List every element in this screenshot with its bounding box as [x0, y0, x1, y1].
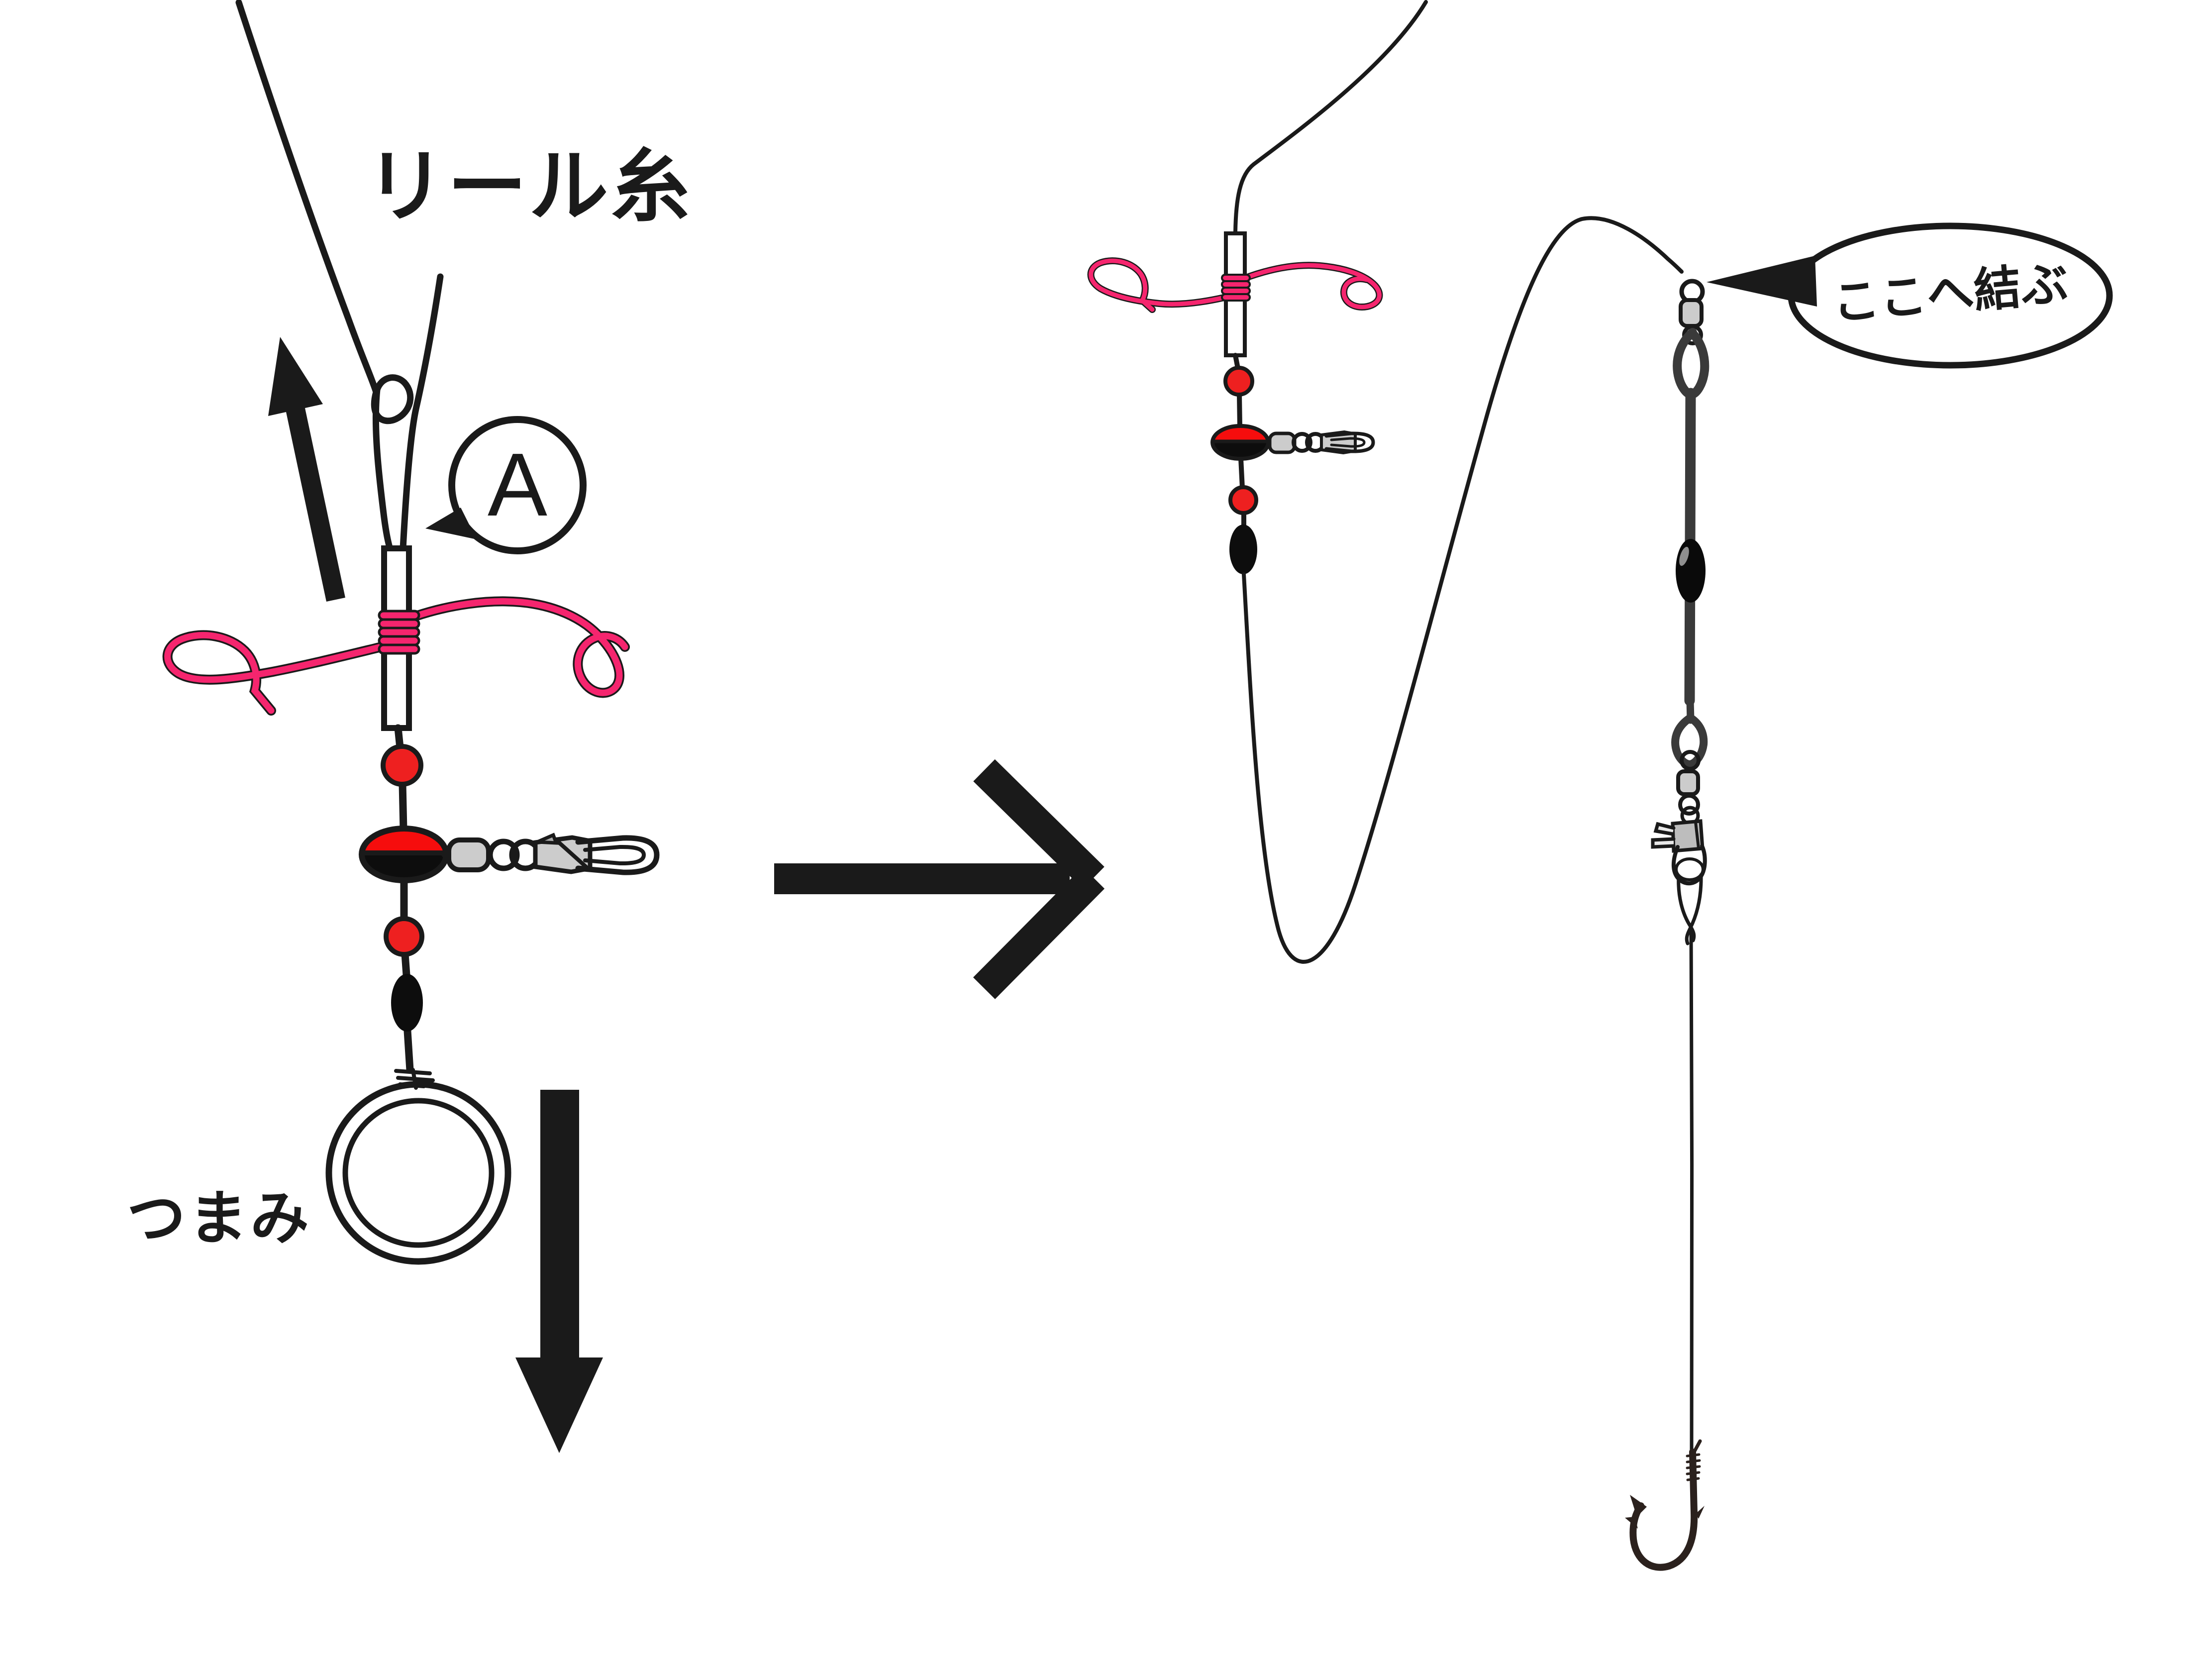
bottom-snap-wire [1671, 844, 1707, 886]
knob-label: つまみ [127, 1186, 312, 1251]
bottom-snap-wire-inner [1675, 857, 1705, 881]
slack-line [1242, 216, 1684, 964]
tie-here-callout [1707, 222, 2113, 369]
leader-oval-bead [1676, 539, 1706, 603]
stop-thread-right [412, 598, 628, 696]
hook-knot-tag-end [1692, 1439, 1702, 1454]
oval-sinker [391, 974, 423, 1032]
reel-line-label: リール糸 [366, 142, 693, 231]
reel-line-right [1233, 0, 1428, 234]
float-body-small [1210, 424, 1270, 461]
assembled-rig [1087, 0, 1684, 964]
leader-bottom-loop [1671, 714, 1708, 769]
point-a-label: A [487, 435, 548, 535]
left-rig [162, 0, 660, 1453]
point-a-callout [425, 416, 587, 554]
stop-thread-wraps [378, 610, 420, 655]
stop-thread [162, 596, 630, 716]
stop-thread-small [1087, 257, 1383, 313]
hook-knot-wraps [1686, 1453, 1701, 1481]
snap-swivel-small [1268, 430, 1375, 455]
rig-line [394, 724, 414, 1074]
fishing-hook [1625, 1439, 1705, 1571]
transform-arrow [774, 759, 1105, 999]
point-a-circle [448, 416, 587, 554]
snap-lever [536, 833, 559, 845]
hook-point [1630, 1495, 1647, 1517]
oval-sinker-small [1229, 524, 1257, 574]
speech-bubble-tail [1707, 256, 1817, 307]
swivel-ring-a [487, 838, 520, 871]
knot-wraps [394, 1068, 435, 1090]
stop-thread-left [164, 631, 385, 714]
swivel-barrel [446, 837, 491, 872]
point-a-pointer [425, 508, 477, 539]
leader-line [1673, 328, 1709, 724]
pull-up-arrow [268, 337, 345, 602]
red-bead-upper-small [1223, 366, 1254, 397]
reel-line-left [235, 0, 414, 553]
snap-swivel-left-rig [441, 833, 660, 875]
red-bead-lower-small [1228, 485, 1258, 515]
leader-rig [1625, 222, 2113, 1571]
hook-shank-barb [1696, 1506, 1705, 1519]
snap-wire-inner [583, 844, 646, 866]
bottom-snap-swivel [1651, 750, 1707, 886]
pull-down-arrow [515, 1090, 603, 1453]
leader-swivel-barrel [1679, 298, 1704, 328]
hook-point-barb [1625, 1517, 1638, 1529]
red-bead-lower [384, 916, 424, 957]
float-body [359, 826, 449, 883]
reel-line-tag-end [400, 273, 444, 552]
hook-leader-line [1677, 873, 1703, 1453]
snap-wire-loop [575, 835, 660, 875]
pull-ring [325, 1081, 511, 1265]
bottom-snap-lever [1651, 822, 1676, 849]
rig-line-small [1233, 353, 1246, 528]
red-bead-upper [381, 744, 423, 787]
